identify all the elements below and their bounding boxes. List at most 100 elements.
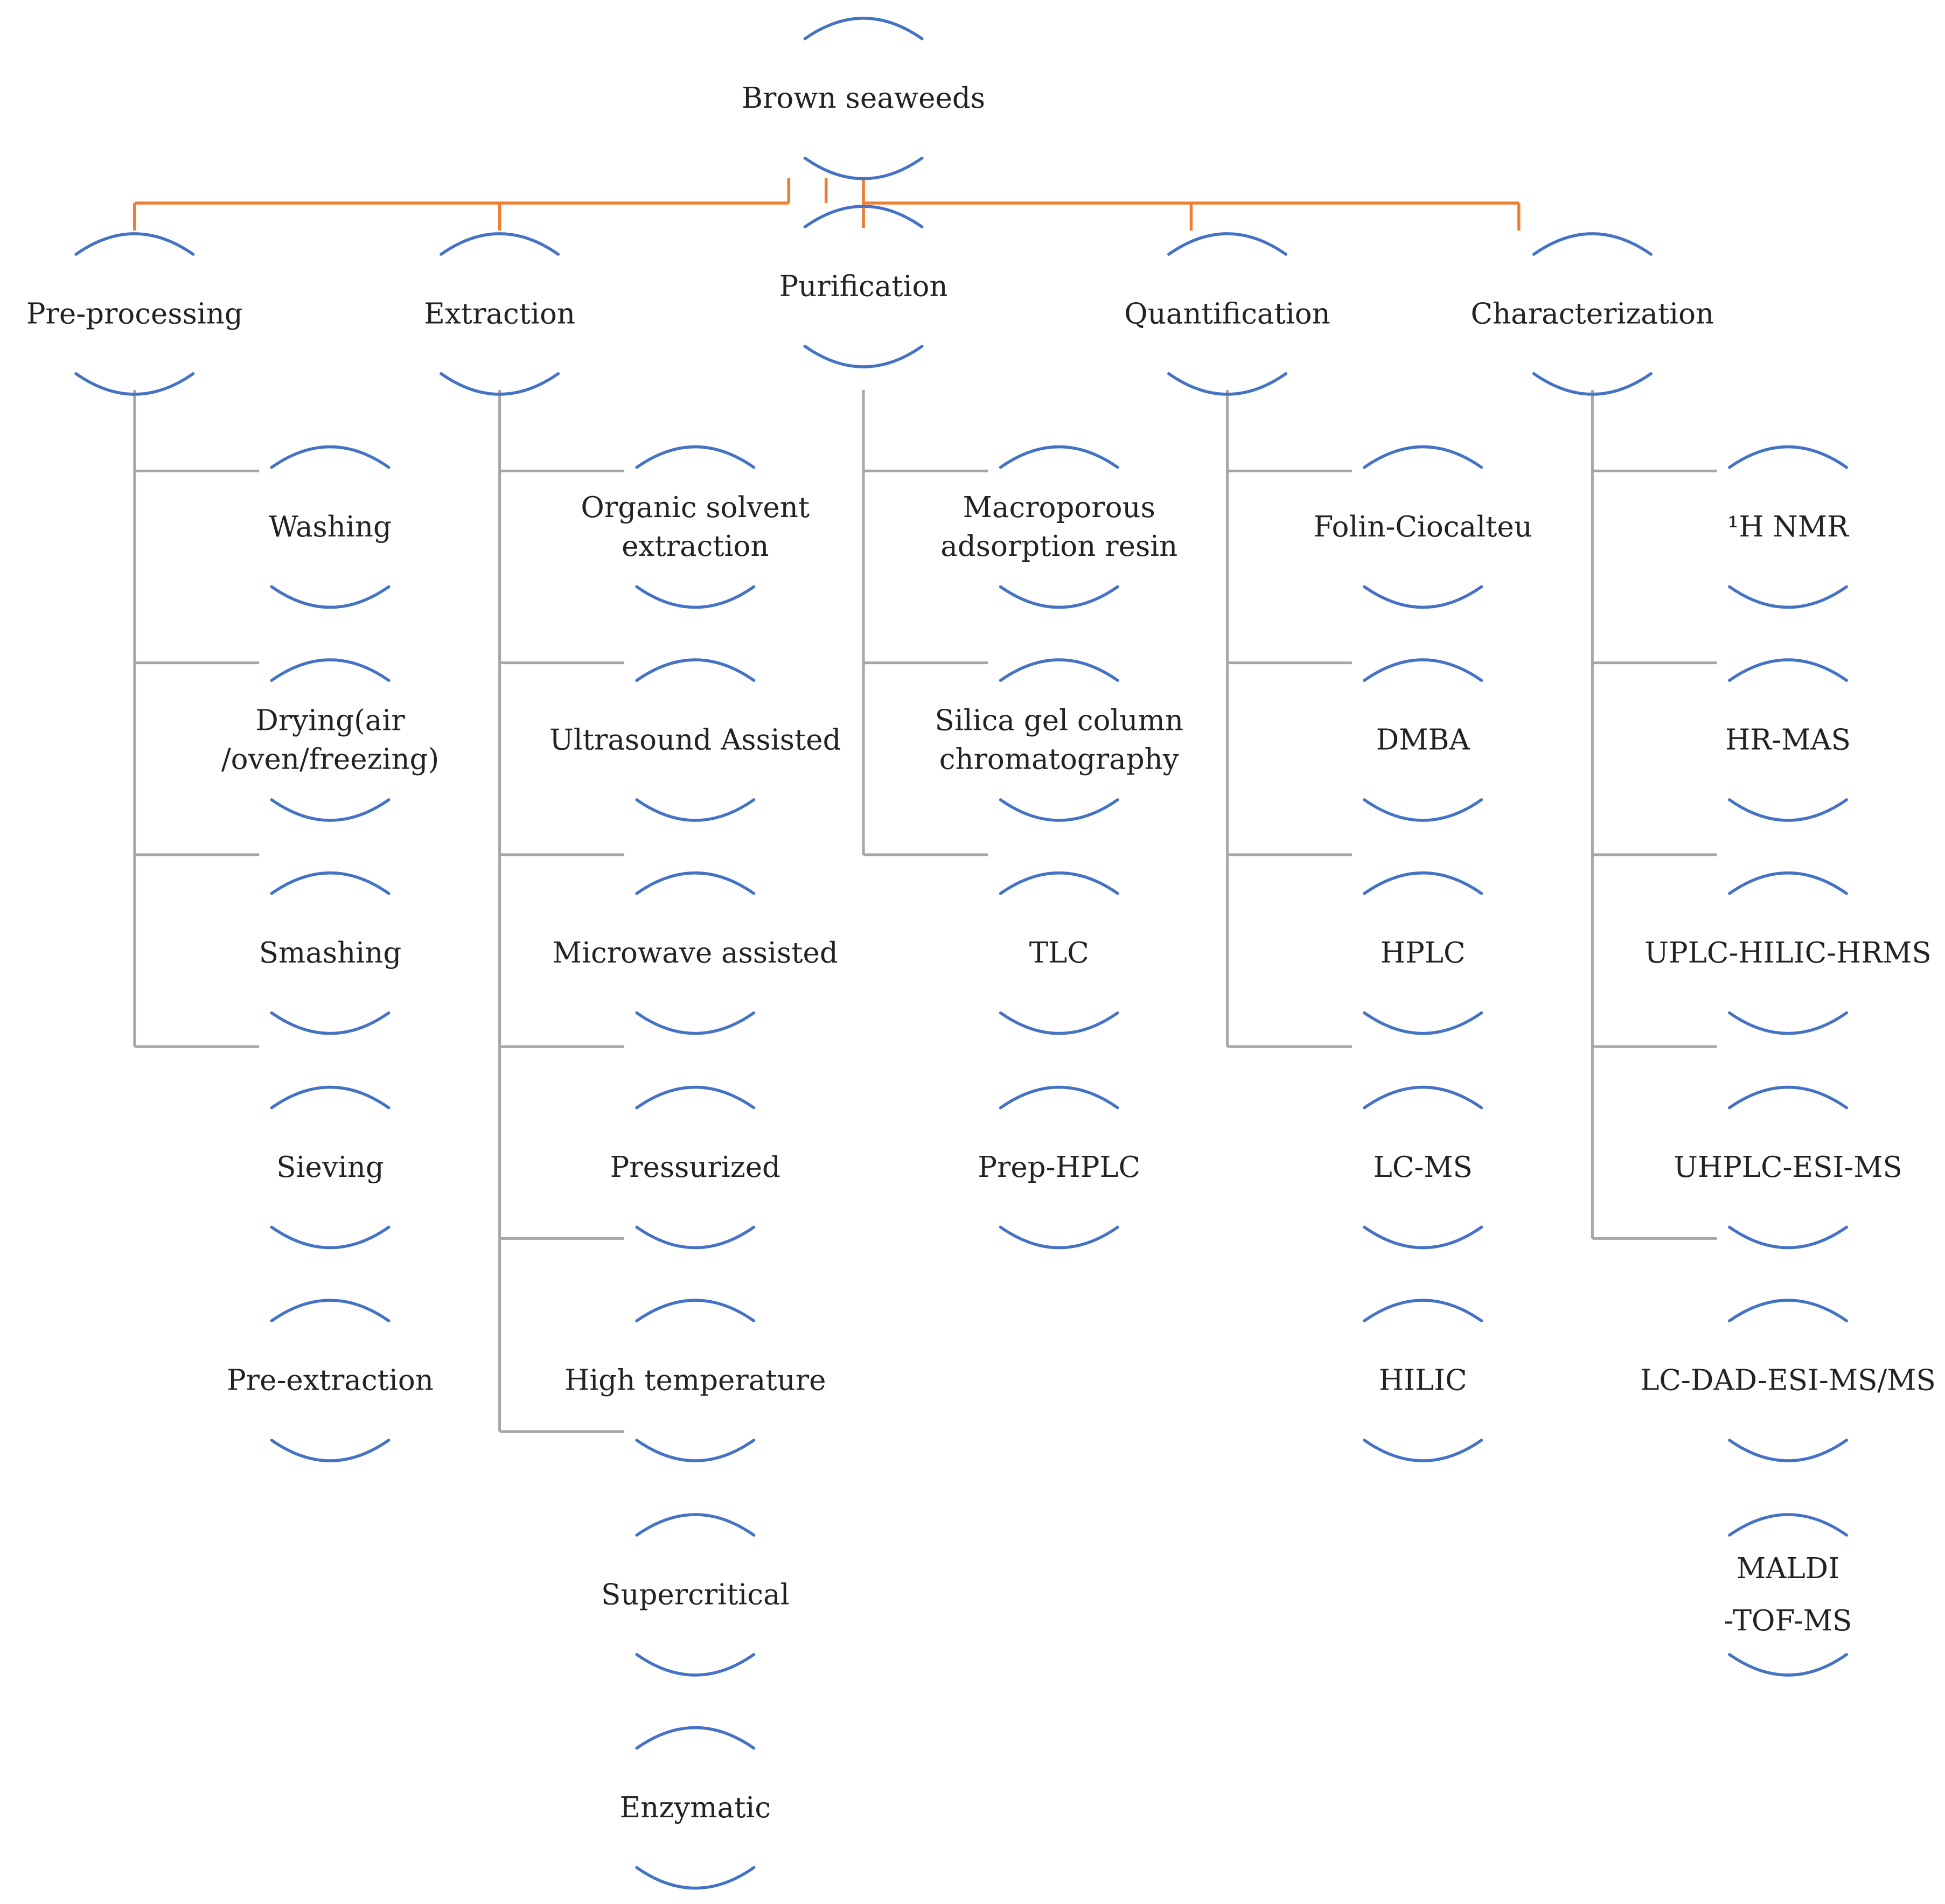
- item-h-nmr-arc-bottom: [1728, 585, 1848, 609]
- item-dmba-arc-bottom: [1363, 798, 1483, 822]
- item-silica-gel-column-chromatography-label: chromatography: [939, 743, 1179, 776]
- item-washing-node: Washing: [269, 445, 392, 609]
- item-organic-solvent-extraction-arc-bottom: [635, 585, 756, 609]
- item-macroporous-adsorption-resin-label: adsorption resin: [940, 530, 1177, 563]
- item-hplc-arc-bottom: [1363, 1011, 1483, 1035]
- item-pre-extraction-arc-top: [270, 1299, 391, 1323]
- item-dmba-arc-top: [1363, 658, 1483, 682]
- item-washing-arc-top: [270, 445, 391, 469]
- item-lc-ms-arc-top: [1363, 1085, 1483, 1110]
- item-maldi-tof-ms-label: MALDI: [1737, 1552, 1839, 1585]
- item-dmba-label: DMBA: [1376, 724, 1470, 757]
- category-quantification-arc-bottom: [1167, 372, 1288, 396]
- item-pre-extraction-label: Pre-extraction: [227, 1364, 434, 1397]
- item-drying-air-oven-freezing-label: Drying(air: [255, 705, 405, 737]
- item-macroporous-adsorption-resin-arc-top: [999, 445, 1119, 469]
- item-sieving-arc-top: [270, 1085, 391, 1110]
- item-high-temperature-node: High temperature: [564, 1299, 826, 1462]
- category-extraction-arc-top: [440, 232, 560, 256]
- item-smashing-label: Smashing: [259, 937, 402, 970]
- item-microwave-assisted-node: Microwave assisted: [553, 871, 838, 1035]
- item-macroporous-adsorption-resin-node: Macroporous adsorption resin: [940, 445, 1177, 609]
- item-pre-extraction-node: Pre-extraction: [227, 1299, 434, 1462]
- item-uhplc-esi-ms-label: UHPLC-ESI-MS: [1674, 1151, 1902, 1184]
- item-organic-solvent-extraction-node: Organic solvent extraction: [581, 445, 810, 609]
- item-pressurized-label: Pressurized: [610, 1151, 780, 1184]
- item-hplc-node: HPLC: [1363, 871, 1483, 1035]
- item-maldi-tof-ms-arc-top: [1728, 1513, 1848, 1537]
- item-organic-solvent-extraction-label: Organic solvent: [581, 491, 810, 524]
- item-silica-gel-column-chromatography-label: Silica gel column: [935, 705, 1183, 737]
- item-hr-mas-arc-top: [1728, 658, 1848, 682]
- item-h-nmr-label: ¹H NMR: [1727, 511, 1850, 543]
- item-hplc-arc-top: [1363, 871, 1483, 895]
- item-washing-arc-bottom: [270, 585, 391, 609]
- item-pressurized-node: Pressurized: [610, 1085, 780, 1250]
- item-uhplc-esi-ms-arc-bottom: [1728, 1225, 1848, 1250]
- item-enzymatic-label: Enzymatic: [620, 1791, 771, 1824]
- root-brown-seaweeds-arc-bottom: [803, 156, 924, 180]
- item-high-temperature-arc-top: [635, 1299, 756, 1323]
- item-macroporous-adsorption-resin-label: Macroporous: [963, 491, 1155, 524]
- connector-lines: [133, 178, 1717, 1433]
- category-quantification-arc-top: [1167, 232, 1288, 256]
- item-maldi-tof-ms-label: -TOF-MS: [1724, 1605, 1852, 1637]
- item-microwave-assisted-label: Microwave assisted: [553, 937, 838, 970]
- item-tlc-arc-bottom: [999, 1011, 1119, 1035]
- item-high-temperature-label: High temperature: [564, 1364, 826, 1397]
- item-hilic-node: HILIC: [1363, 1299, 1483, 1462]
- item-hilic-arc-bottom: [1363, 1439, 1483, 1462]
- item-organic-solvent-extraction-label: extraction: [622, 530, 769, 563]
- item-pressurized-arc-bottom: [635, 1225, 756, 1250]
- item-tlc-label: TLC: [1029, 937, 1089, 970]
- item-prep-hplc-label: Prep-HPLC: [978, 1151, 1140, 1184]
- diagram-nodes: Brown seaweedsPre-processingWashingDryin…: [26, 17, 1936, 1890]
- item-h-nmr-arc-top: [1728, 445, 1848, 469]
- item-washing-label: Washing: [269, 511, 392, 543]
- item-supercritical-node: Supercritical: [601, 1513, 790, 1677]
- category-pre-processing-arc-top: [74, 232, 195, 256]
- item-lc-ms-arc-bottom: [1363, 1225, 1483, 1250]
- item-prep-hplc-node: Prep-HPLC: [978, 1085, 1140, 1250]
- item-organic-solvent-extraction-arc-top: [635, 445, 756, 469]
- item-enzymatic-node: Enzymatic: [620, 1726, 771, 1890]
- root-brown-seaweeds-label: Brown seaweeds: [742, 82, 985, 115]
- item-microwave-assisted-arc-top: [635, 871, 756, 895]
- item-smashing-arc-bottom: [270, 1011, 391, 1035]
- root-brown-seaweeds-arc-top: [803, 17, 924, 40]
- item-hr-mas-arc-bottom: [1728, 798, 1848, 822]
- category-characterization-label: Characterization: [1471, 297, 1714, 330]
- item-folin-ciocalteu-arc-bottom: [1363, 585, 1483, 609]
- item-folin-ciocalteu-node: Folin-Ciocalteu: [1314, 445, 1532, 609]
- category-quantification-label: Quantification: [1124, 297, 1330, 330]
- item-drying-air-oven-freezing-arc-bottom: [270, 798, 391, 822]
- item-high-temperature-arc-bottom: [635, 1439, 756, 1462]
- item-lc-dad-esi-ms-ms-node: LC-DAD-ESI-MS/MS: [1640, 1299, 1936, 1462]
- item-smashing-arc-top: [270, 871, 391, 895]
- item-supercritical-arc-top: [635, 1513, 756, 1537]
- item-enzymatic-arc-top: [635, 1726, 756, 1750]
- category-purification-arc-top: [803, 205, 924, 228]
- item-uhplc-esi-ms-node: UHPLC-ESI-MS: [1674, 1085, 1902, 1250]
- item-drying-air-oven-freezing-label: /oven/freezing): [221, 743, 439, 776]
- item-sieving-node: Sieving: [270, 1085, 391, 1250]
- item-supercritical-label: Supercritical: [601, 1578, 790, 1611]
- category-purification-node: Purification: [779, 205, 948, 368]
- item-hilic-label: HILIC: [1379, 1364, 1467, 1397]
- item-folin-ciocalteu-arc-top: [1363, 445, 1483, 469]
- item-lc-ms-node: LC-MS: [1363, 1085, 1483, 1250]
- item-smashing-node: Smashing: [259, 871, 402, 1035]
- category-characterization-arc-bottom: [1532, 372, 1653, 396]
- item-macroporous-adsorption-resin-arc-bottom: [999, 585, 1119, 609]
- category-extraction-arc-bottom: [440, 372, 560, 396]
- category-purification-label: Purification: [779, 270, 948, 303]
- item-lc-dad-esi-ms-ms-arc-top: [1728, 1299, 1848, 1323]
- item-uplc-hilic-hrms-label: UPLC-HILIC-HRMS: [1644, 937, 1931, 970]
- item-sieving-label: Sieving: [276, 1151, 384, 1184]
- category-extraction-node: Extraction: [424, 232, 575, 396]
- root-brown-seaweeds-node: Brown seaweeds: [742, 17, 985, 180]
- item-uplc-hilic-hrms-arc-top: [1728, 871, 1848, 895]
- item-microwave-assisted-arc-bottom: [635, 1011, 756, 1035]
- item-sieving-arc-bottom: [270, 1225, 391, 1250]
